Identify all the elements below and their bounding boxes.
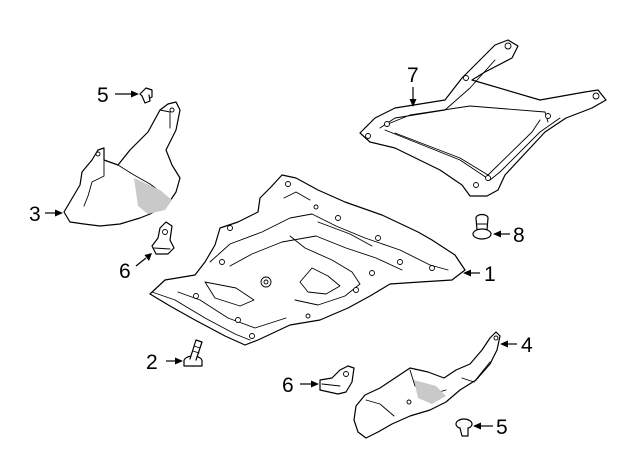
- part-2-bolt: [183, 339, 203, 367]
- part-5-pushpin-upper: [139, 87, 153, 104]
- part-5-pushpin-lower: [455, 418, 473, 437]
- callout-2: 2: [146, 351, 158, 374]
- callout-7: 7: [407, 64, 419, 87]
- callout-6-lower: 6: [282, 374, 294, 397]
- callout-3: 3: [29, 203, 41, 226]
- callout-4: 4: [521, 334, 533, 357]
- callout-1: 1: [484, 263, 496, 286]
- part-6-bracket-lower: [319, 365, 355, 395]
- callout-8: 8: [513, 224, 525, 247]
- part-4-right-shield: [353, 331, 501, 439]
- part-1-skid-plate: [149, 174, 466, 346]
- part-6-bracket-upper: [151, 221, 175, 255]
- callout-5-lower: 5: [496, 416, 508, 439]
- callout-6-upper: 6: [119, 260, 131, 283]
- part-7-frame: [359, 39, 607, 197]
- part-3-left-shield: [63, 101, 181, 227]
- callout-5-upper: 5: [97, 84, 109, 107]
- leader-lines: [45, 87, 517, 430]
- part-8-bolt: [472, 213, 492, 240]
